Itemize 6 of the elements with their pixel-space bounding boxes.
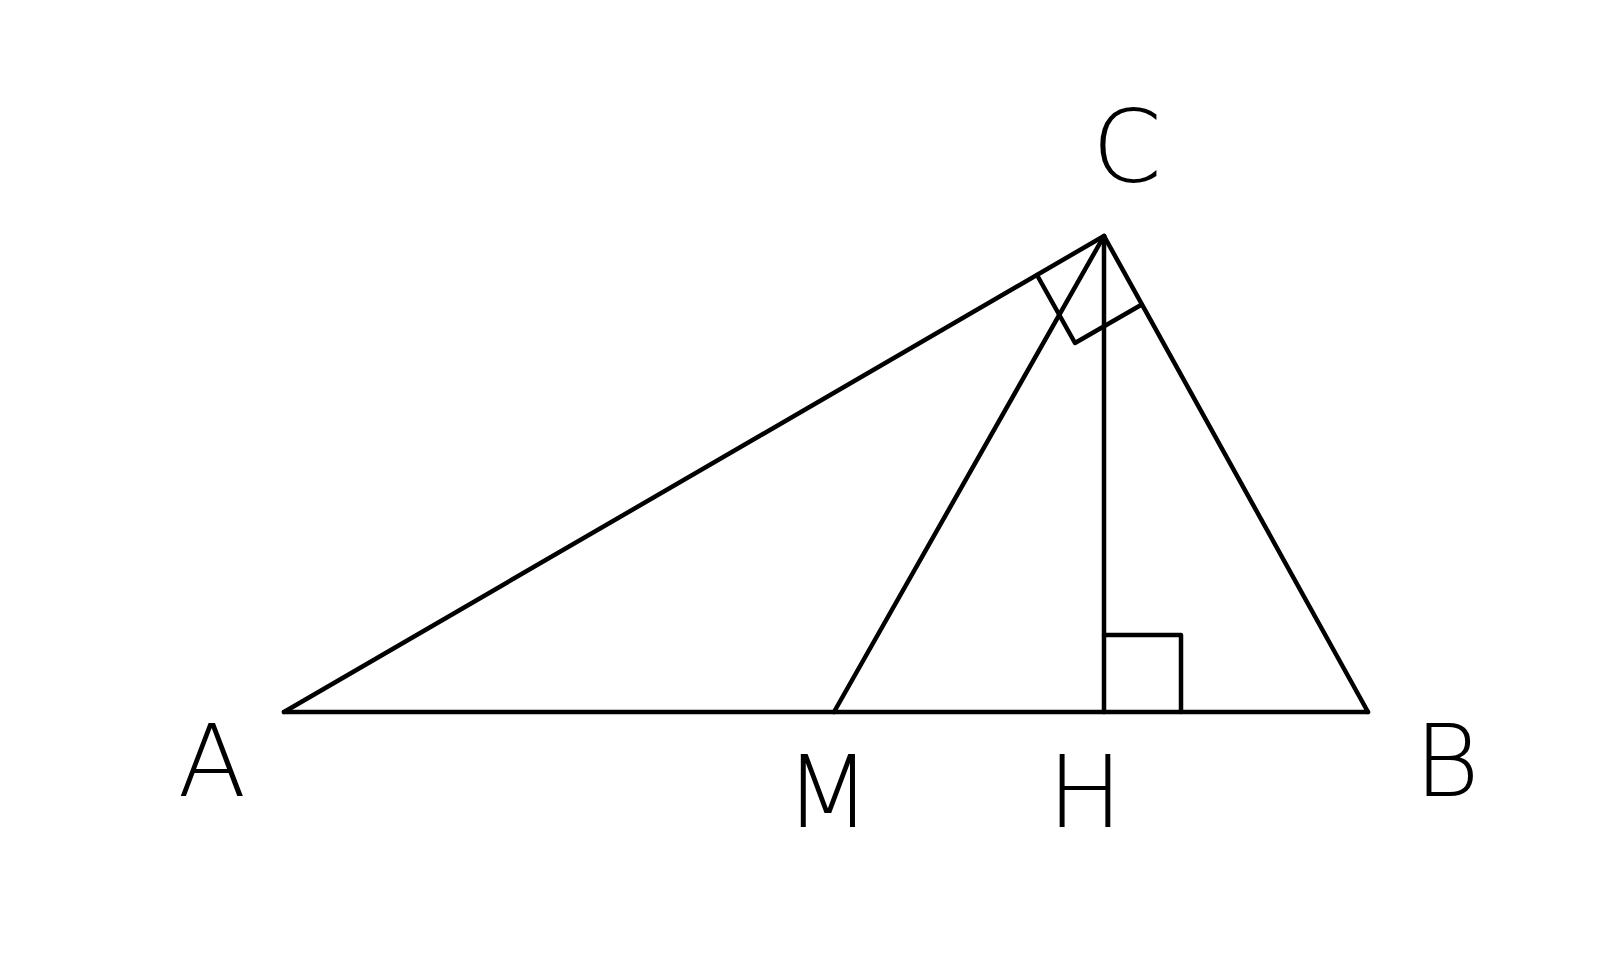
point-label: H [1047, 753, 1123, 833]
line-segment [1101, 233, 1107, 715]
point-label: M [784, 753, 872, 833]
point-label: B [1414, 722, 1480, 802]
point-label: A [177, 722, 247, 802]
point-label: C [1092, 108, 1162, 188]
